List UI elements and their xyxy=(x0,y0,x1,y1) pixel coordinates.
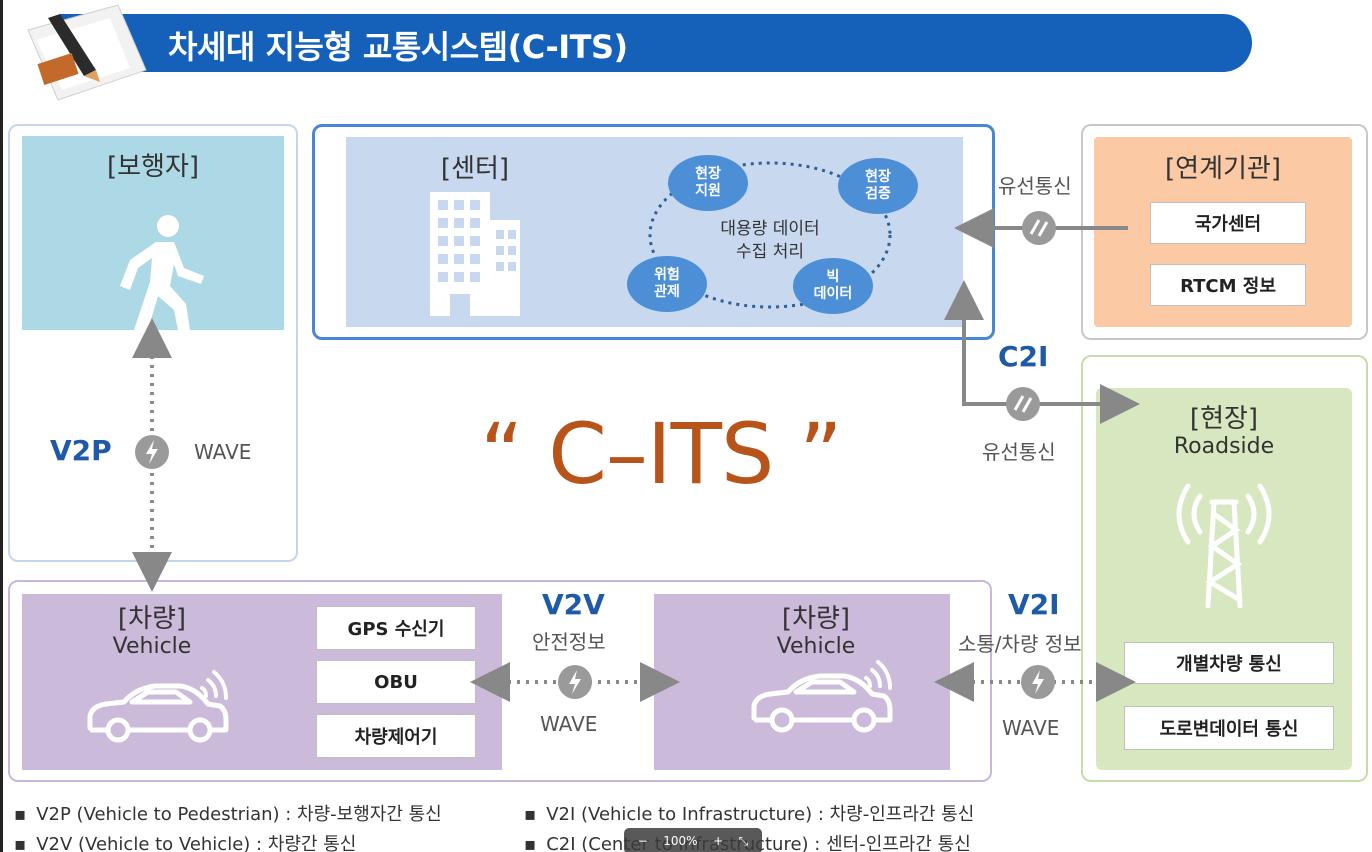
page-title: 차세대 지능형 교통시스템(C-ITS) xyxy=(168,28,628,66)
center-process-text: 대용량 데이터 수집 처리 xyxy=(700,218,840,264)
vehicle1-title: [차량] xyxy=(117,604,187,634)
c2i-label: C2I xyxy=(998,340,1049,373)
v2i-wave-label: WAVE xyxy=(1002,716,1060,740)
legend-v2p: ▪ V2P (Vehicle to Pedestrian) : 차량-보행자간 통… xyxy=(14,800,442,826)
center-title: [센터] xyxy=(440,154,510,184)
vehicle2-title: [차량] xyxy=(781,604,851,634)
associated-title: [연계기관] xyxy=(1165,154,1281,184)
vehicle1-subtitle: Vehicle xyxy=(112,634,192,659)
node-big-data-line1: 빅 xyxy=(826,268,840,285)
wired-link-icon xyxy=(1006,387,1040,421)
v2i-info-label: 소통/차량 정보 xyxy=(958,632,1082,656)
node-field-verification: 현장 검증 xyxy=(838,158,918,214)
individual-vehicle-comm-tag: 개별차량 통신 xyxy=(1124,642,1334,684)
node-risk-control-line2: 관제 xyxy=(654,284,680,300)
legend-v2v: ▪ V2V (Vehicle to Vehicle) : 차량간 통신 xyxy=(14,830,356,852)
center-process-line2: 수집 처리 xyxy=(736,241,804,262)
building-icon xyxy=(430,192,520,316)
v2p-wave-label: WAVE xyxy=(194,440,252,464)
fit-screen-icon[interactable]: ⤡ xyxy=(738,833,749,848)
vehicle2-subtitle: Vehicle xyxy=(776,634,856,659)
wireless-link-icon xyxy=(1021,665,1055,699)
node-risk-control-line1: 위험 xyxy=(654,266,680,283)
vehicle-controller-tag: 차량제어기 xyxy=(316,714,476,758)
obu-tag: OBU xyxy=(316,660,476,704)
v2v-info-label: 안전정보 xyxy=(532,630,606,654)
legend-v2p-text: V2P (Vehicle to Pedestrian) : 차량-보행자간 통신 xyxy=(36,804,442,825)
zoom-out-button[interactable]: − xyxy=(637,834,648,848)
wireless-link-icon xyxy=(558,665,592,699)
zoom-level: 100% xyxy=(663,834,698,848)
notebook-pencil-icon xyxy=(27,4,147,101)
national-center-tag: 국가센터 xyxy=(1150,202,1306,244)
v2p-label: V2P xyxy=(50,434,112,467)
wired-label-bottom: 유선통신 xyxy=(982,440,1056,464)
car-icon xyxy=(751,660,893,733)
center-process-line1: 대용량 데이터 xyxy=(720,219,820,239)
cits-main-label: “ C–ITS ” xyxy=(480,405,842,503)
legend-bullet: ▪ xyxy=(14,804,27,825)
v2i-label: V2I xyxy=(1008,588,1060,621)
roadside-subtitle: Roadside xyxy=(1173,434,1275,459)
legend-bullet: ▪ xyxy=(524,804,537,825)
node-field-support-line1: 현장 xyxy=(695,165,721,182)
car-icon xyxy=(87,670,229,743)
node-field-verification-line2: 검증 xyxy=(865,186,891,202)
window-edge xyxy=(0,0,3,852)
walking-person-icon xyxy=(120,215,204,330)
roadside-title: [현장] xyxy=(1189,404,1259,434)
legend-v2i-text: V2I (Vehicle to Infrastructure) : 차량-인프라… xyxy=(546,804,975,825)
antenna-tower-icon xyxy=(1176,483,1272,608)
node-field-support-line2: 지원 xyxy=(695,183,721,199)
wireless-link-icon xyxy=(135,435,169,469)
zoom-toolbar: − 100% + ⤡ xyxy=(624,828,762,852)
legend-bullet: ▪ xyxy=(524,834,537,852)
node-big-data-line2: 데이터 xyxy=(813,286,853,302)
node-field-support: 현장 지원 xyxy=(668,155,748,211)
zoom-in-button[interactable]: + xyxy=(713,834,724,848)
node-risk-control: 위험 관제 xyxy=(627,256,707,312)
legend-bullet: ▪ xyxy=(14,834,27,852)
v2v-wave-label: WAVE xyxy=(540,712,598,736)
v2v-label: V2V xyxy=(542,588,605,621)
node-big-data: 빅 데이터 xyxy=(793,258,873,314)
rtcm-info-tag: RTCM 정보 xyxy=(1150,264,1306,306)
legend-v2i: ▪ V2I (Vehicle to Infrastructure) : 차량-인프… xyxy=(524,800,974,826)
node-field-verification-line1: 현장 xyxy=(865,168,891,185)
pedestrian-title: [보행자] xyxy=(106,152,200,182)
legend-v2v-text: V2V (Vehicle to Vehicle) : 차량간 통신 xyxy=(36,834,357,852)
wired-label-top: 유선통신 xyxy=(998,174,1072,198)
roadside-data-comm-tag: 도로변데이터 통신 xyxy=(1124,706,1334,750)
process-cycle-ring xyxy=(648,161,892,309)
title-banner xyxy=(60,14,1252,72)
gps-receiver-tag: GPS 수신기 xyxy=(316,606,476,650)
wired-link-icon xyxy=(1022,211,1056,245)
